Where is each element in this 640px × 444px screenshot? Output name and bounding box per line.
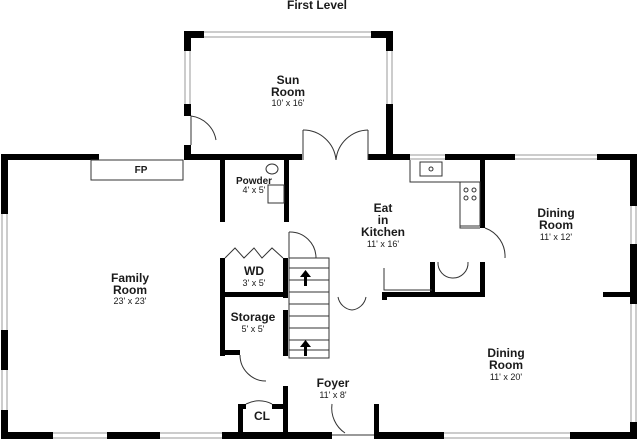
sun-room-name-1: Sun [277, 73, 300, 87]
dining-lower-name-1: Dining [487, 346, 524, 360]
powder-name: Powder [236, 176, 272, 187]
powder-dim: 4' x 5' [243, 185, 266, 195]
fixtures-and-doors [90, 115, 506, 436]
family-room-name-2: Room [113, 283, 147, 297]
room-labels: Sun Room 10' x 16' Powder 4' x 5' FP Fam… [111, 73, 575, 423]
family-room-dim: 23' x 23' [114, 296, 147, 306]
wd-dim: 3' x 5' [243, 278, 266, 288]
kitchen-name-3: Kitchen [361, 225, 405, 239]
storage-dim: 5' x 5' [242, 324, 265, 334]
wd-name: WD [244, 264, 264, 278]
dining-upper-name-1: Dining [537, 206, 574, 220]
foyer-name: Foyer [317, 376, 350, 390]
kitchen-dim: 11' x 16' [367, 239, 400, 249]
dining-lower-dim: 11' x 20' [490, 372, 523, 382]
windows [1, 31, 637, 439]
sun-room-dim: 10' x 16' [272, 98, 305, 108]
storage-name: Storage [231, 310, 276, 324]
plan-title: First Level [287, 0, 347, 12]
stair-arrows [300, 270, 311, 356]
fireplace-label: FP [135, 165, 148, 176]
family-room-name-1: Family [111, 271, 149, 285]
dining-lower-name-2: Room [489, 358, 523, 372]
kitchen-name-2: in [378, 213, 389, 227]
interior-walls [220, 154, 633, 439]
dining-upper-dim: 11' x 12' [540, 232, 573, 242]
sun-room-name-2: Room [271, 85, 305, 99]
dining-upper-name-2: Room [539, 218, 573, 232]
foyer-dim: 11' x 8' [319, 390, 347, 400]
closet-label: CL [254, 409, 270, 423]
kitchen-name-1: Eat [374, 201, 393, 215]
